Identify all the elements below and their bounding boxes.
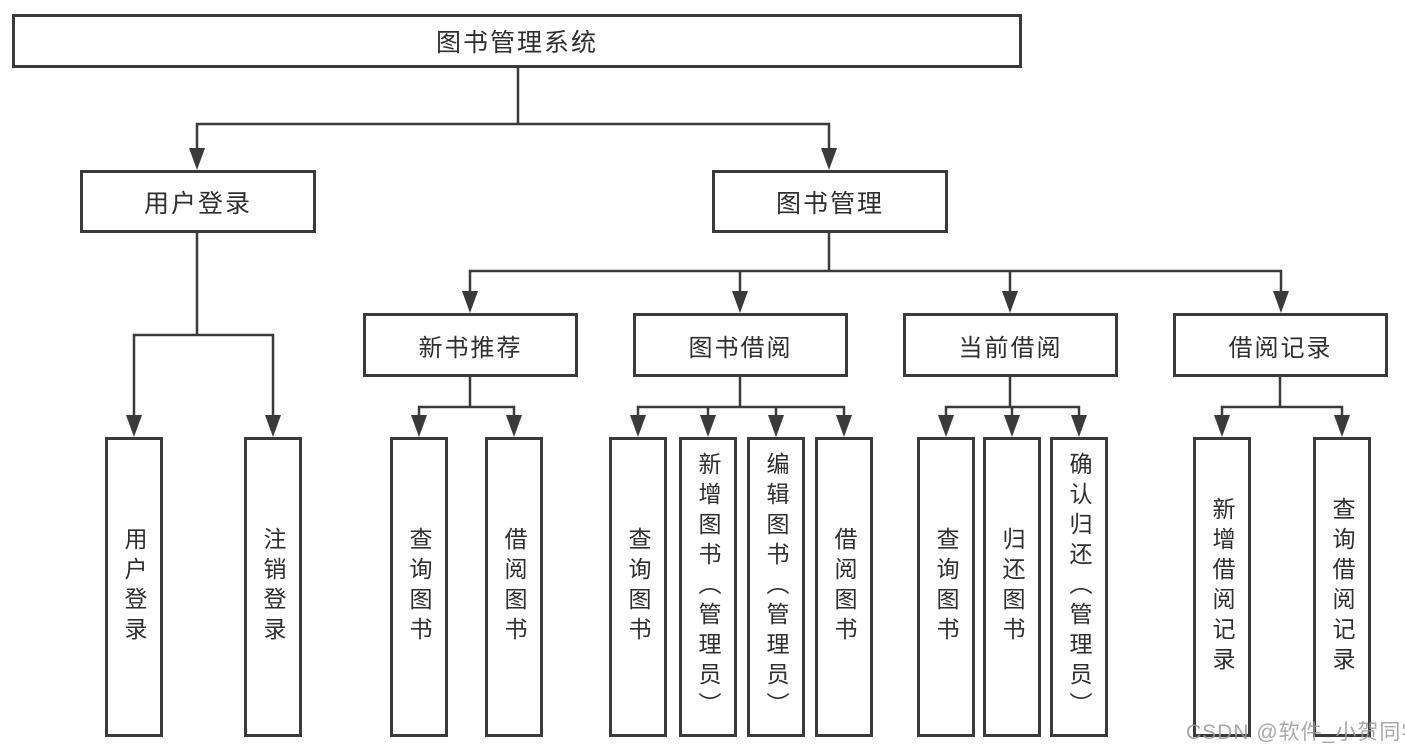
node-user-login: 用户登录	[80, 170, 316, 233]
node-book-borrowing: 图书借阅	[633, 313, 848, 377]
node-book-management: 图书管理	[712, 170, 948, 233]
leaf-user-login: 用户登录	[105, 437, 163, 737]
node-library-system: 图书管理系统	[12, 14, 1022, 68]
node-borrowing-records: 借阅记录	[1173, 313, 1388, 377]
leaf-return-book: 归还图书	[983, 437, 1041, 737]
node-new-book-recommend: 新书推荐	[363, 313, 578, 377]
leaf-query-books-current: 查询图书	[917, 437, 975, 737]
leaf-borrow-books-recommend: 借阅图书	[485, 437, 543, 737]
leaf-borrow-books-borrowing: 借阅图书	[815, 437, 873, 737]
leaf-query-books-borrowing: 查询图书	[609, 437, 667, 737]
leaf-add-borrow-record: 新增借阅记录	[1193, 437, 1251, 737]
csdn-watermark: CSDN @软件_小贺同学	[1186, 721, 1405, 744]
leaf-confirm-return-admin: 确认归还（管理员）	[1050, 437, 1108, 737]
leaf-query-borrow-record: 查询借阅记录	[1313, 437, 1371, 737]
leaf-add-book-admin: 新增图书（管理员）	[679, 437, 737, 737]
leaf-edit-book-admin: 编辑图书（管理员）	[747, 437, 805, 737]
leaf-logout: 注销登录	[244, 437, 302, 737]
node-current-borrowing: 当前借阅	[903, 313, 1118, 377]
leaf-query-books-recommend: 查询图书	[390, 437, 448, 737]
